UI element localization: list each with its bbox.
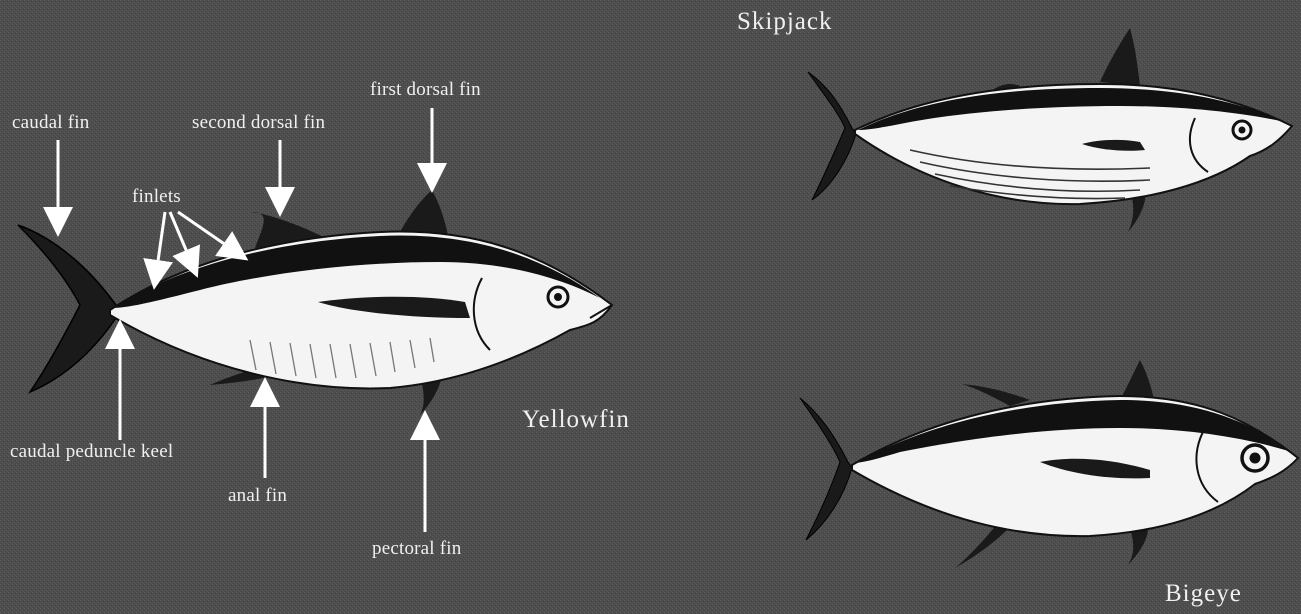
label-yellowfin: Yellowfin (522, 406, 630, 434)
label-second-dorsal-fin: second dorsal fin (192, 112, 325, 134)
skipjack-pupil (1239, 127, 1246, 134)
label-pectoral-fin: pectoral fin (372, 538, 461, 560)
label-caudal-peduncle-keel: caudal peduncle keel (10, 441, 173, 463)
bigeye-pupil (1250, 453, 1261, 464)
label-skipjack: Skipjack (737, 8, 833, 36)
yellowfin-pupil (554, 293, 562, 301)
label-anal-fin: anal fin (228, 485, 287, 507)
label-first-dorsal-fin: first dorsal fin (370, 79, 481, 101)
label-finlets: finlets (132, 186, 181, 208)
label-bigeye: Bigeye (1165, 580, 1242, 608)
label-caudal-fin: caudal fin (12, 112, 89, 134)
